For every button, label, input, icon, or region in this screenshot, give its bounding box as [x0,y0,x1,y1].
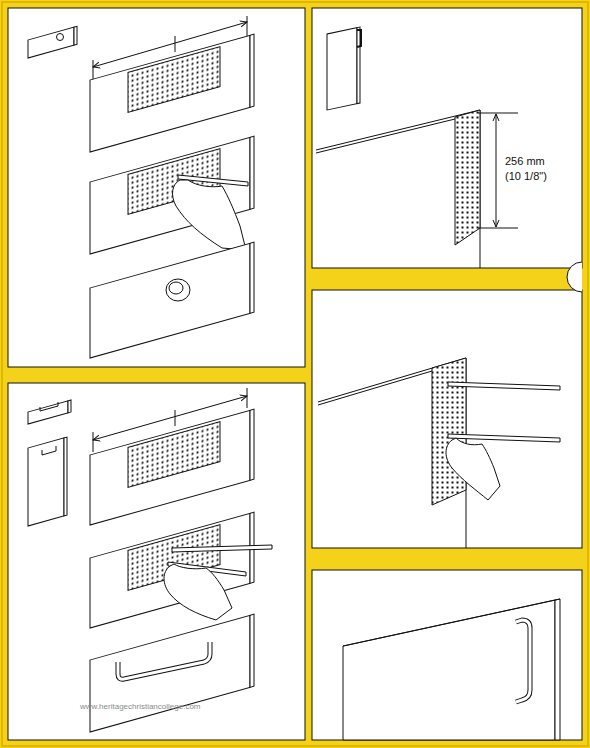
dimension-label: 256 mm [505,155,545,168]
dimension-label: (10 1/8") [505,170,547,183]
watermark: www.heritagechristiancollege.com [80,700,201,713]
